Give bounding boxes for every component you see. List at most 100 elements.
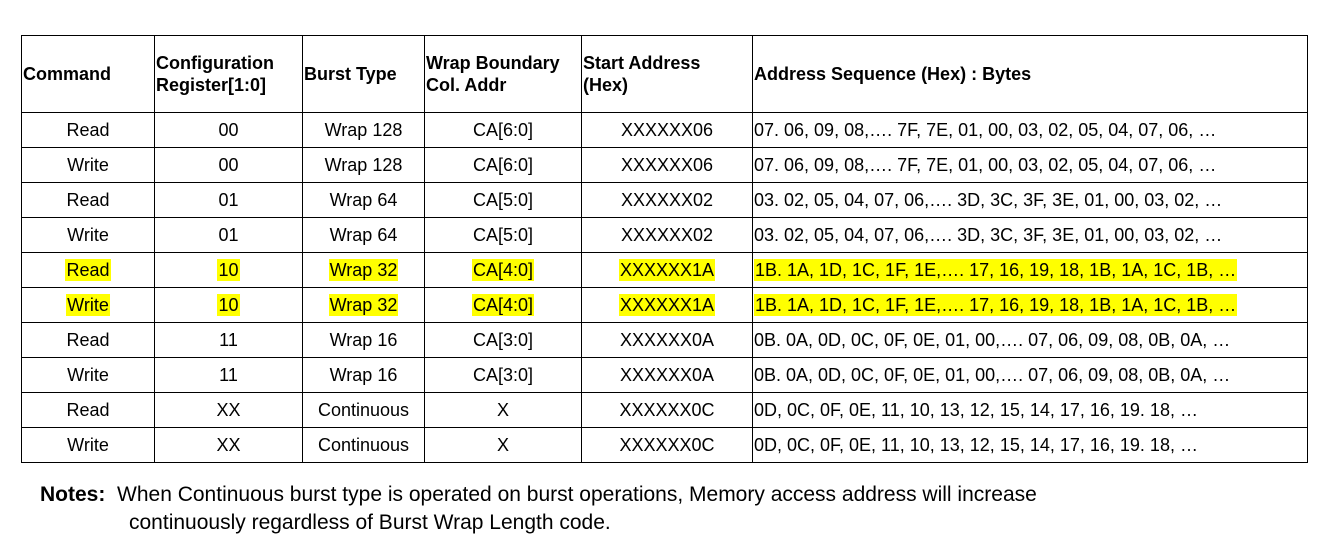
cell-sequence-text: 1B. 1A, 1D, 1C, 1F, 1E,…. 17, 16, 19, 18… — [754, 258, 1238, 281]
cell-wrap: CA[4:0] — [424, 287, 582, 323]
cell-wrap-text: CA[4:0] — [471, 258, 535, 281]
cell-start-text: XXXXXX0A — [619, 364, 715, 385]
cell-burst-text: Wrap 128 — [324, 154, 403, 175]
cell-config-text: 00 — [218, 154, 239, 175]
cell-command-text: Write — [67, 224, 109, 245]
cell-burst: Wrap 16 — [302, 322, 425, 358]
cell-burst-text: Wrap 128 — [324, 119, 403, 140]
cell-command: Read — [21, 252, 155, 288]
cell-burst: Wrap 32 — [302, 252, 425, 288]
table-row: Read XX Continuous X XXXXXX0C 0D, 0C, 0F, 0E,… — [21, 392, 1308, 428]
cell-wrap: CA[4:0] — [424, 252, 582, 288]
cell-config-text: 00 — [218, 119, 239, 140]
cell-start: XXXXXX06 — [581, 112, 753, 148]
notes-line-2: continuously regardless of Burst Wrap Le… — [40, 509, 1300, 537]
cell-command: Read — [21, 112, 155, 148]
cell-wrap: X — [424, 427, 582, 463]
cell-burst-text: Wrap 16 — [329, 329, 398, 350]
cell-command: Read — [21, 392, 155, 428]
cell-config: XX — [154, 427, 303, 463]
header-command: Command — [21, 35, 155, 113]
table-row: Read 00 Wrap 128 CA[6:0] XXXXXX06 07. 06, 09,… — [21, 112, 1308, 148]
cell-config: 01 — [154, 217, 303, 253]
cell-command: Write — [21, 287, 155, 323]
cell-command-text: Read — [66, 329, 110, 350]
cell-sequence: 07. 06, 09, 08,…. 7F, 7E, 01, 00, 03, 02… — [752, 147, 1308, 183]
header-address-sequence: Address Sequence (Hex) : Bytes — [752, 35, 1308, 113]
cell-start-text: XXXXXX0A — [619, 329, 715, 350]
table-row: Write 10 Wrap 32 CA[4:0] XXXXXX1A 1B. 1A, 1D,… — [21, 287, 1308, 323]
cell-config-text: 10 — [217, 293, 240, 316]
cell-start-text: XXXXXX06 — [620, 119, 714, 140]
cell-command: Write — [21, 427, 155, 463]
cell-burst: Wrap 128 — [302, 112, 425, 148]
cell-config-text: XX — [216, 434, 241, 455]
cell-config-text: 11 — [219, 329, 238, 350]
cell-start-text: XXXXXX1A — [618, 293, 716, 316]
cell-start: XXXXXX0C — [581, 392, 753, 428]
cell-config: 11 — [154, 322, 303, 358]
cell-wrap-text: CA[6:0] — [472, 119, 534, 140]
cell-wrap-text: CA[6:0] — [472, 154, 534, 175]
cell-wrap-text: CA[5:0] — [472, 189, 534, 210]
cell-start-text: XXXXXX06 — [620, 154, 714, 175]
cell-sequence-text: 07. 06, 09, 08,…. 7F, 7E, 01, 00, 03, 02… — [754, 119, 1217, 140]
header-start-address: Start Address(Hex) — [581, 35, 753, 113]
cell-start: XXXXXX02 — [581, 217, 753, 253]
cell-command-text: Write — [67, 154, 109, 175]
cell-config: 00 — [154, 112, 303, 148]
cell-sequence: 1B. 1A, 1D, 1C, 1F, 1E,…. 17, 16, 19, 18… — [752, 252, 1308, 288]
cell-start-text: XXXXXX0C — [619, 399, 715, 420]
cell-wrap: CA[6:0] — [424, 112, 582, 148]
notes-label: Notes: — [40, 483, 106, 506]
table-row: Write 01 Wrap 64 CA[5:0] XXXXXX02 03. 02, 05,… — [21, 217, 1308, 253]
cell-start: XXXXXX06 — [581, 147, 753, 183]
cell-sequence: 03. 02, 05, 04, 07, 06,…. 3D, 3C, 3F, 3E… — [752, 182, 1308, 218]
cell-burst-text: Continuous — [317, 434, 410, 455]
notes-line-1: Notes: When Continuous burst type is ope… — [40, 481, 1300, 509]
cell-command-text: Write — [66, 293, 110, 316]
cell-burst-text: Continuous — [317, 399, 410, 420]
cell-burst-text: Wrap 64 — [329, 189, 398, 210]
cell-wrap-text: X — [496, 399, 509, 420]
cell-command-text: Write — [67, 434, 109, 455]
cell-wrap: CA[3:0] — [424, 357, 582, 393]
cell-command-text: Read — [66, 189, 110, 210]
cell-burst: Continuous — [302, 392, 425, 428]
table-row: Write 00 Wrap 128 CA[6:0] XXXXXX06 07. 06, 09… — [21, 147, 1308, 183]
cell-config-text: 11 — [219, 364, 238, 385]
cell-burst-text: Wrap 64 — [329, 224, 398, 245]
cell-config: 11 — [154, 357, 303, 393]
cell-wrap-text: X — [496, 434, 509, 455]
cell-start: XXXXXX1A — [581, 252, 753, 288]
cell-start-text: XXXXXX02 — [620, 224, 714, 245]
cell-wrap: CA[3:0] — [424, 322, 582, 358]
cell-sequence: 1B. 1A, 1D, 1C, 1F, 1E,…. 17, 16, 19, 18… — [752, 287, 1308, 323]
cell-command: Read — [21, 322, 155, 358]
cell-sequence: 0D, 0C, 0F, 0E, 11, 10, 13, 12, 15, 14, … — [752, 392, 1308, 428]
cell-config: XX — [154, 392, 303, 428]
cell-burst: Wrap 16 — [302, 357, 425, 393]
cell-burst: Wrap 64 — [302, 182, 425, 218]
cell-config: 01 — [154, 182, 303, 218]
cell-start: XXXXXX0A — [581, 357, 753, 393]
cell-burst: Wrap 64 — [302, 217, 425, 253]
cell-command-text: Read — [65, 258, 111, 281]
notes: Notes: When Continuous burst type is ope… — [40, 481, 1300, 537]
cell-command: Read — [21, 182, 155, 218]
cell-wrap: CA[5:0] — [424, 217, 582, 253]
cell-sequence: 03. 02, 05, 04, 07, 06,…. 3D, 3C, 3F, 3E… — [752, 217, 1308, 253]
cell-burst-text: Wrap 32 — [328, 293, 399, 316]
cell-burst-text: Wrap 16 — [329, 364, 398, 385]
cell-burst: Continuous — [302, 427, 425, 463]
cell-start: XXXXXX0C — [581, 427, 753, 463]
notes-text-line-2: continuously regardless of Burst Wrap Le… — [129, 511, 611, 534]
cell-sequence-text: 0B. 0A, 0D, 0C, 0F, 0E, 01, 00,…. 07, 06… — [754, 364, 1231, 385]
cell-config-text: XX — [216, 399, 241, 420]
cell-sequence-text: 1B. 1A, 1D, 1C, 1F, 1E,…. 17, 16, 19, 18… — [754, 293, 1238, 316]
